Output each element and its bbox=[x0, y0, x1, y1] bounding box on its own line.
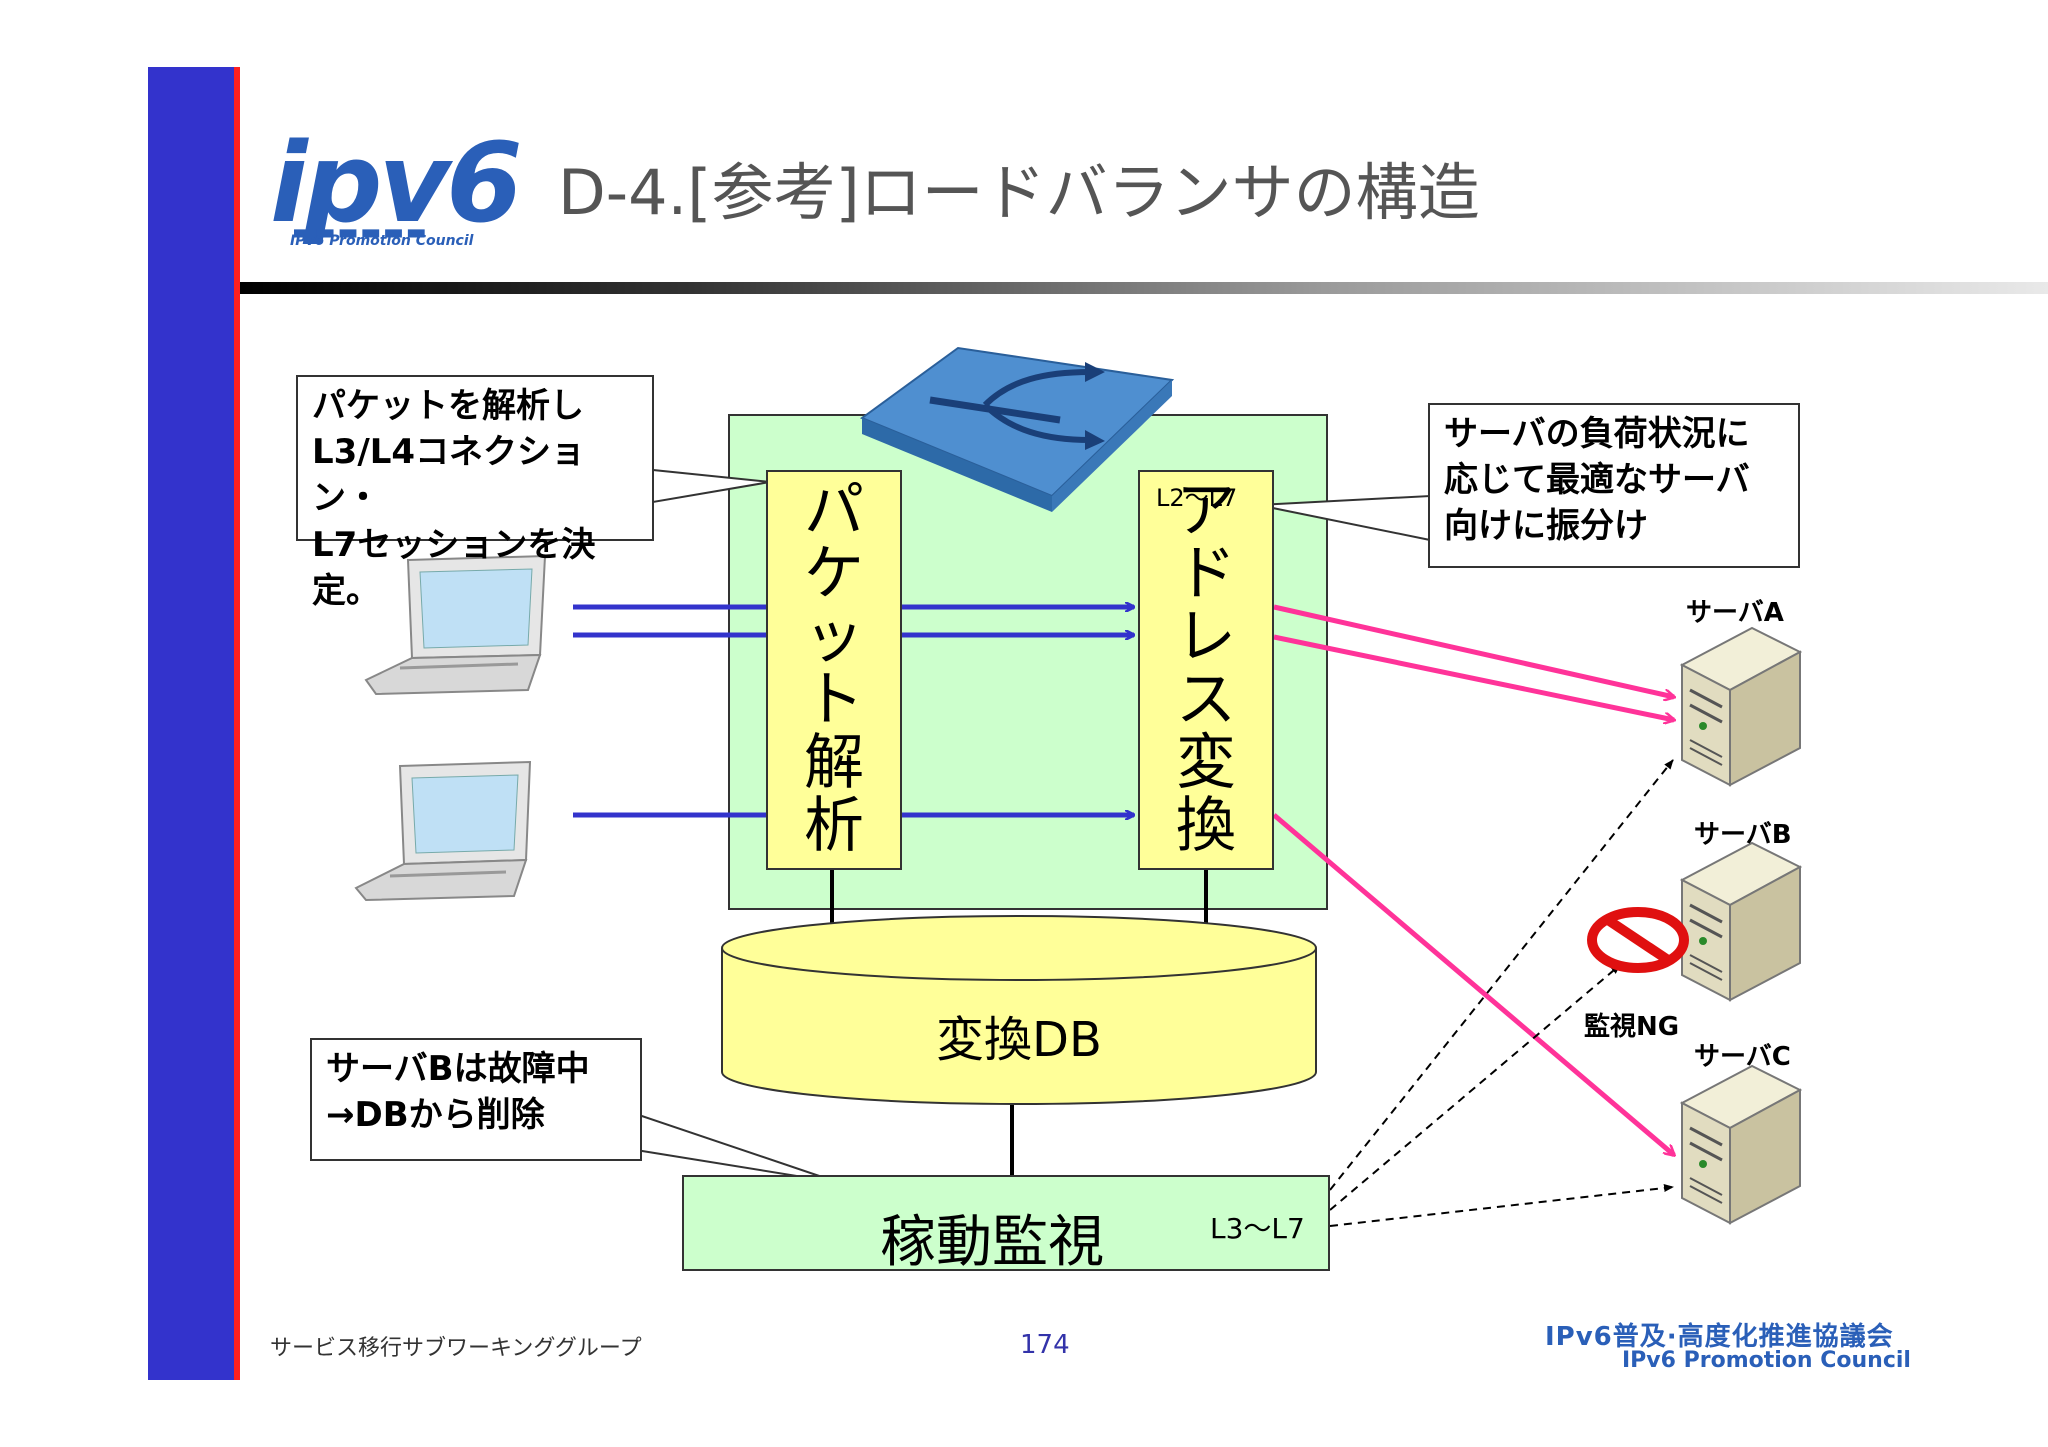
conversion-db-cylinder bbox=[721, 915, 1317, 1105]
server-flows bbox=[1272, 604, 1674, 1155]
server-icon-a bbox=[1679, 626, 1803, 787]
client-flows bbox=[573, 607, 1134, 815]
packet-analysis-label: パ ケ ッ ト 解 析 bbox=[804, 476, 864, 861]
footer-group: サービス移行サブワーキンググループ bbox=[270, 1336, 642, 1361]
address-translation-box: ア ド レ ス 変 換 bbox=[1138, 470, 1274, 870]
logo-subtitle: IPv6 Promotion Council bbox=[290, 233, 474, 249]
callout-distribution: サーバの負荷状況に 応じて最適なサーバ 向けに振分け bbox=[1428, 403, 1800, 568]
server-icon-c bbox=[1679, 1064, 1803, 1225]
server-b-label: サーバB bbox=[1694, 820, 1792, 850]
page-number: 174 bbox=[1020, 1330, 1070, 1360]
callout-server-failure: サーバBは故障中 →DBから削除 bbox=[310, 1038, 642, 1161]
side-bar bbox=[148, 67, 234, 1380]
server-c-label: サーバC bbox=[1694, 1042, 1791, 1072]
address-translation-label: ア ド レ ス 変 換 bbox=[1176, 476, 1236, 861]
connectors bbox=[830, 868, 1208, 1175]
conversion-db-label: 変換DB bbox=[936, 1012, 1102, 1068]
monitor-ng-label: 監視NG bbox=[1584, 1012, 1680, 1042]
laptop-icon bbox=[354, 760, 532, 902]
ipv6-logo: ipv6 bbox=[270, 119, 523, 247]
monitoring-lines bbox=[1329, 759, 1674, 1227]
laptop-icon bbox=[364, 554, 547, 696]
side-accent-line bbox=[234, 67, 240, 1380]
footer-org-jp: IPv6普及·高度化推進協議会 bbox=[1545, 1322, 1894, 1352]
server-a-label: サーバA bbox=[1686, 598, 1784, 628]
monitoring-layer-label: L3～L7 bbox=[1210, 1212, 1305, 1245]
load-balancer-switch-icon bbox=[859, 346, 1175, 512]
packet-analysis-box: パ ケ ッ ト 解 析 bbox=[766, 470, 902, 870]
title-rule bbox=[240, 282, 2048, 294]
server-icon-b bbox=[1679, 841, 1803, 1002]
logo-dots: ▬▬▬▬▬▬ bbox=[292, 220, 429, 245]
monitoring-label: 稼動監視 bbox=[880, 1210, 1104, 1275]
address-layer-label: L2～L7 bbox=[1156, 484, 1238, 512]
callout-packet-analysis: パケットを解析し L3/L4コネクション・ L7セッションを決定。 bbox=[296, 375, 654, 611]
footer-org-en: IPv6 Promotion Council bbox=[1622, 1348, 1911, 1373]
page-title: D-4.[参考]ロードバランサの構造 bbox=[558, 156, 1480, 229]
monitoring-box bbox=[682, 1175, 1330, 1271]
no-entry-icon bbox=[1587, 907, 1689, 973]
